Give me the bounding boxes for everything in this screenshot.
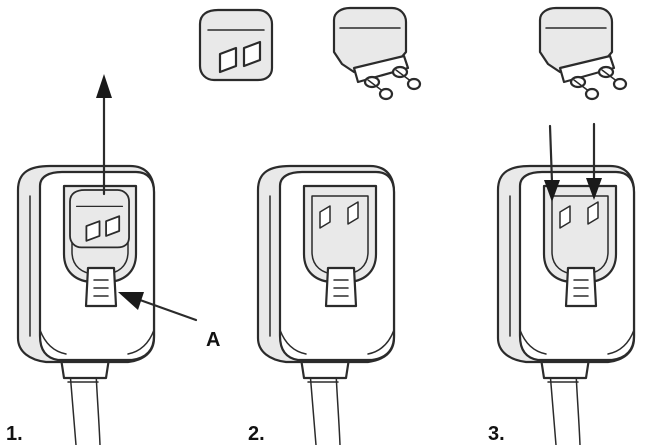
step-3-adapter xyxy=(496,164,636,445)
callout-label-a: A xyxy=(206,329,220,351)
remove-plug-arrow-icon xyxy=(96,74,112,196)
insert-plug-arrow-icon xyxy=(544,122,602,202)
us-plug-option xyxy=(198,8,274,82)
step-2-number: 2. xyxy=(248,423,265,445)
step-1-number: 1. xyxy=(6,423,23,445)
step-3-number: 3. xyxy=(488,423,505,445)
step-2-adapter xyxy=(256,164,396,445)
latch-pointer-arrow-icon xyxy=(118,292,198,322)
us-plug-attached xyxy=(69,189,130,249)
eu-plug-option xyxy=(332,6,422,101)
eu-plug-to-insert xyxy=(538,6,628,101)
